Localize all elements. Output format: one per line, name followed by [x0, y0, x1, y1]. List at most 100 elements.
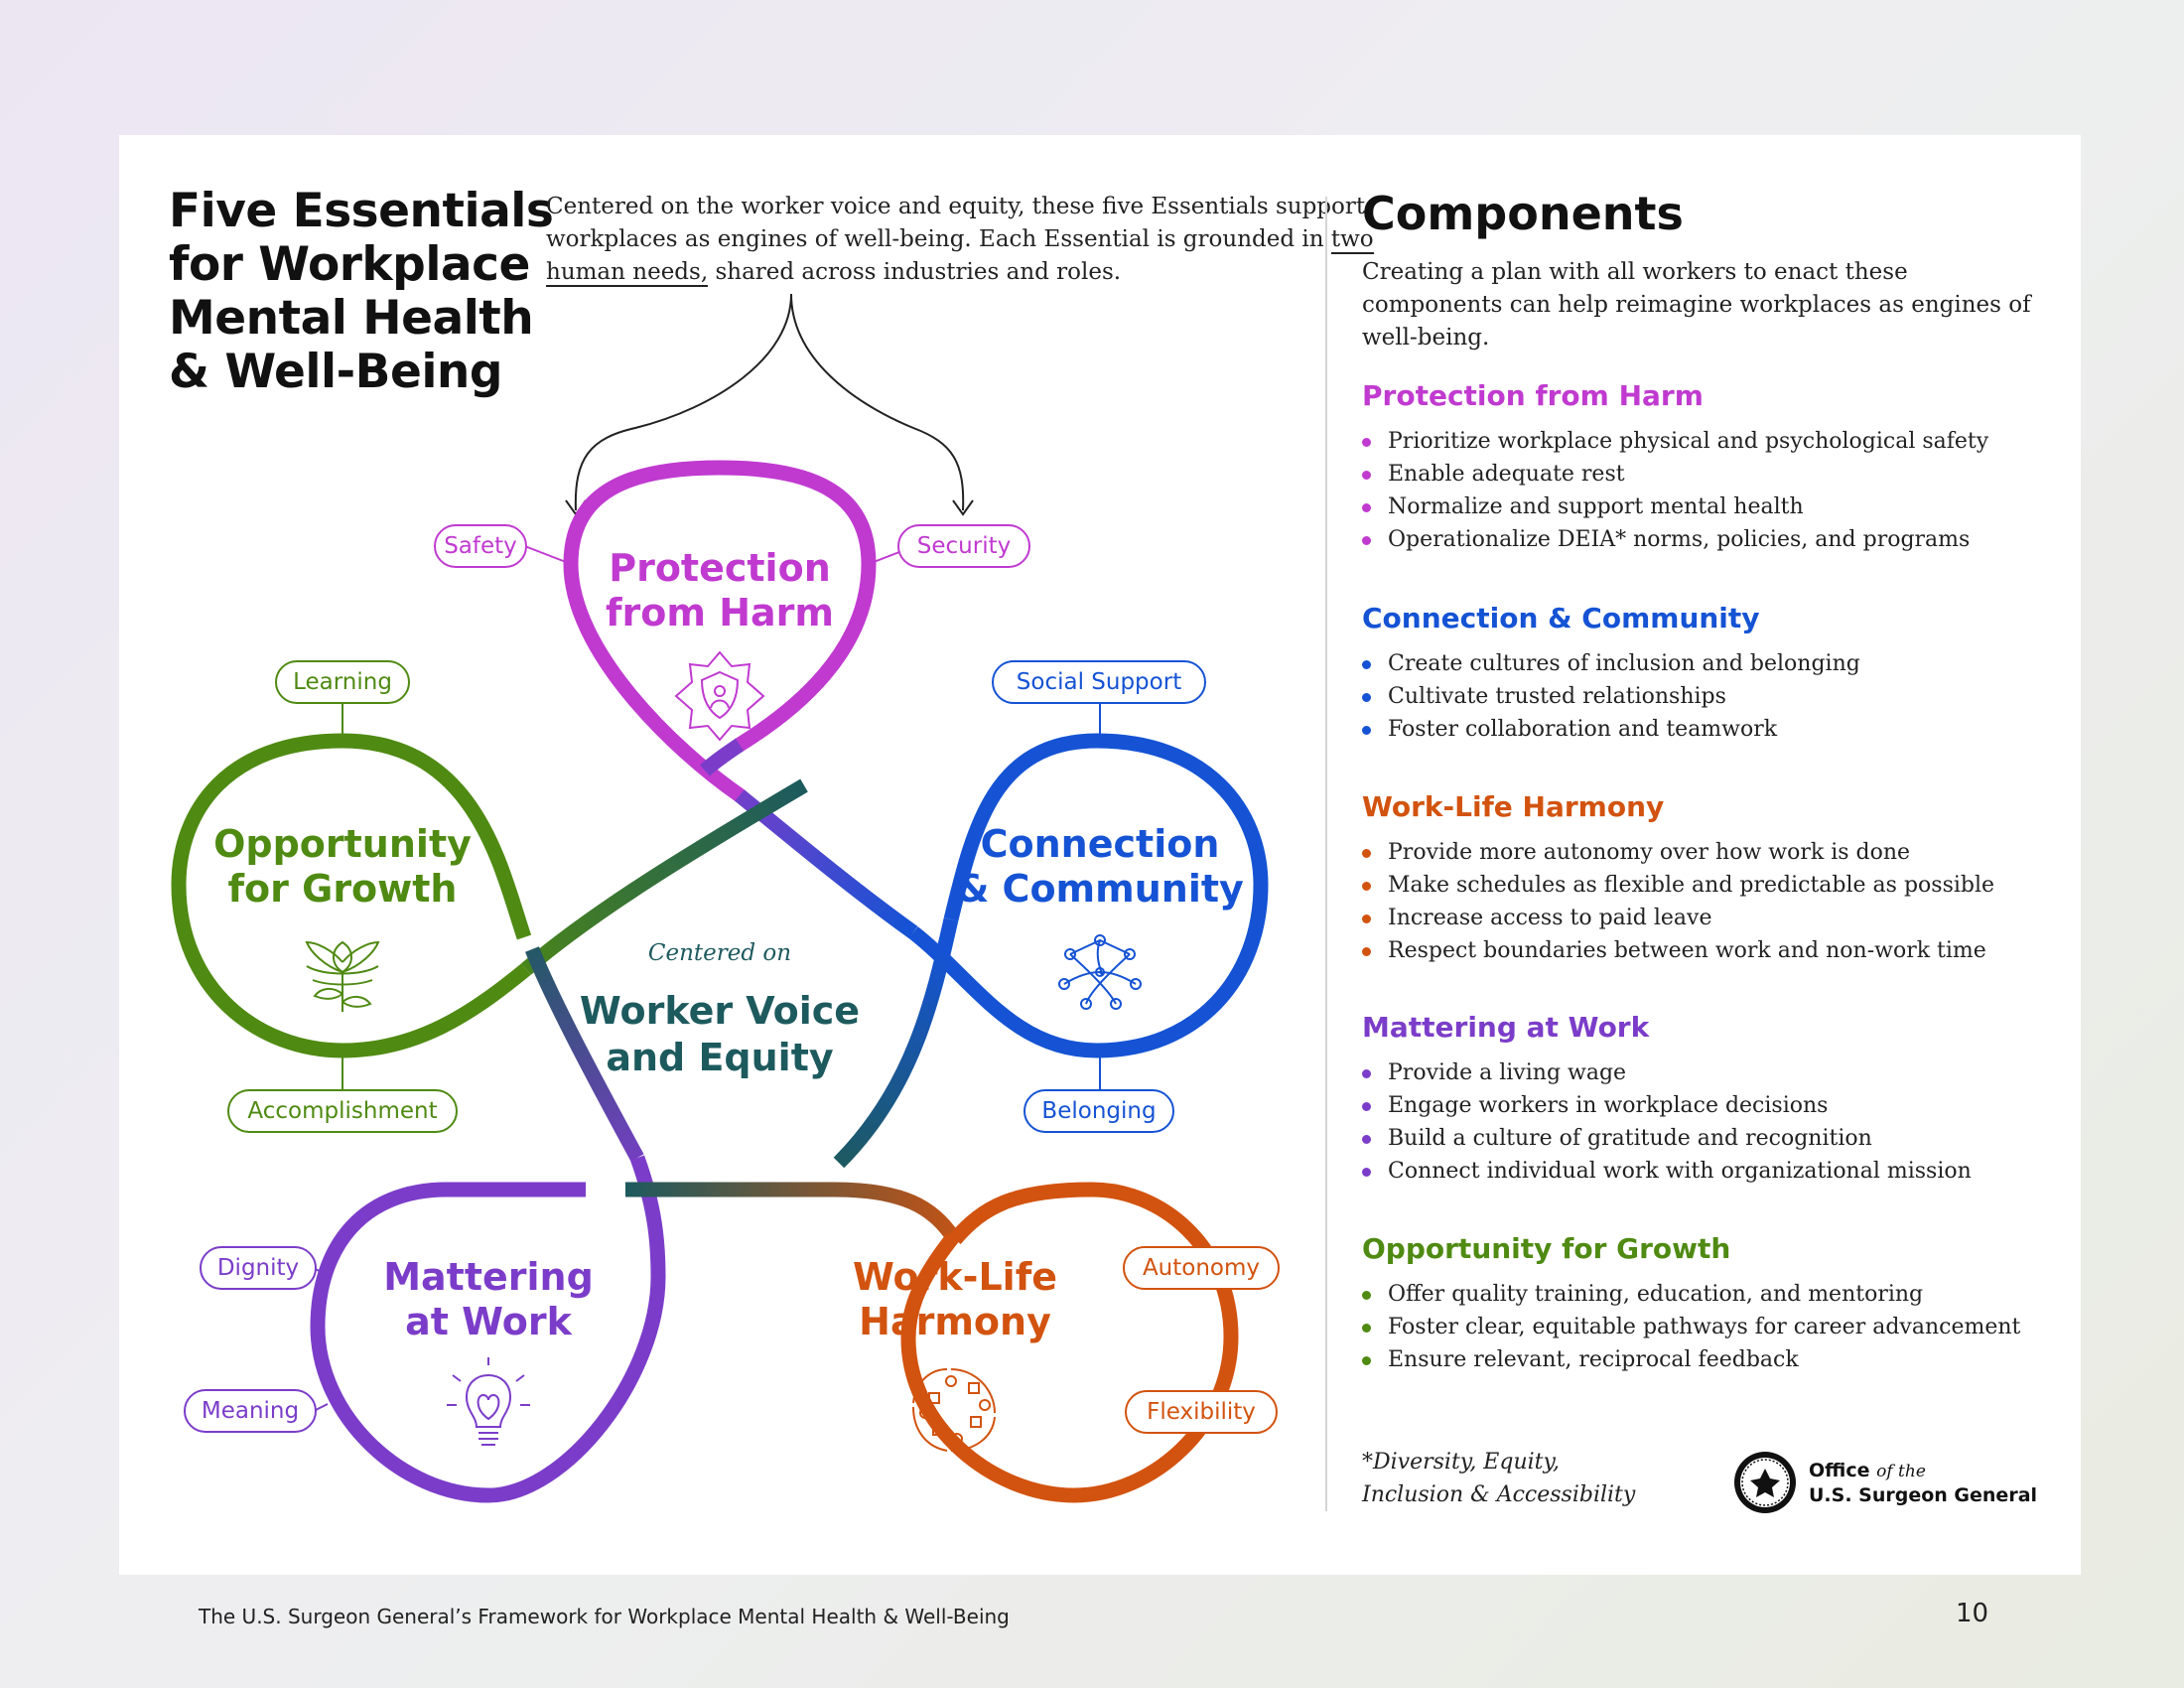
dignity-tag-label: Dignity [217, 1255, 299, 1281]
protection-tail-left [699, 738, 745, 776]
list-item: Engage workers in workplace decisions [1362, 1089, 2057, 1122]
component-heading: Protection from Harm [1362, 379, 1704, 412]
bullet-icon [1362, 726, 1371, 735]
autonomy-tag-label: Autonomy [1143, 1255, 1260, 1281]
list-item-text: Connect individual work with organizatio… [1388, 1159, 1972, 1184]
component-heading: Opportunity for Growth [1362, 1232, 1731, 1265]
list-item: Foster collaboration and teamwork [1362, 713, 2057, 746]
list-item-text: Cultivate trusted relationships [1388, 684, 1726, 709]
list-item: Respect boundaries between work and non-… [1362, 934, 2057, 967]
essentials-diagram: Protection from Harm Safety Security Opp… [171, 293, 1280, 1503]
meaning-tag-label: Meaning [202, 1398, 299, 1424]
list-item-text: Foster collaboration and teamwork [1388, 717, 1778, 742]
title-line-4: & Well-Being [169, 345, 503, 399]
accomplishment-tag-label: Accomplishment [247, 1098, 437, 1124]
safety-connector [521, 544, 567, 563]
lotus-icon [305, 940, 380, 1012]
flexibility-tag-label: Flexibility [1147, 1399, 1256, 1425]
title-line-3: Mental Health [169, 291, 534, 346]
office-line-2: U.S. Surgeon General [1809, 1484, 2038, 1506]
page-card: Protection from Harm Safety Security Opp… [119, 135, 2081, 1575]
list-item: Prioritize workplace physical and psycho… [1362, 425, 2057, 458]
accomplishment-tag [227, 1089, 458, 1133]
bullet-icon [1362, 693, 1371, 702]
worklife-loop [900, 1182, 1239, 1503]
components-title: Components [1362, 187, 1684, 240]
list-item: Foster clear, equitable pathways for car… [1362, 1311, 2057, 1343]
footnote-line-2: Inclusion & Accessibility [1362, 1482, 1636, 1507]
bullet-icon [1362, 1135, 1371, 1144]
meaning-tag [184, 1389, 317, 1433]
deia-footnote: *Diversity, Equity, Inclusion & Accessib… [1362, 1446, 1660, 1511]
list-item: Increase access to paid leave [1362, 902, 2057, 934]
worklife-bar [625, 1182, 960, 1242]
bullet-icon [1362, 1324, 1371, 1333]
connection-title-line1: Connection [981, 822, 1220, 866]
network-icon [1058, 934, 1142, 1010]
list-item-text: Provide a living wage [1388, 1060, 1627, 1085]
safety-tag-label: Safety [444, 533, 517, 559]
title-line-1: Five Essentials [169, 184, 554, 238]
flexibility-tag [1125, 1390, 1278, 1434]
center-title-line2: and Equity [606, 1036, 834, 1079]
list-item-text: Create cultures of inclusion and belongi… [1388, 651, 1860, 676]
list-item: Enable adequate rest [1362, 458, 2057, 491]
worklife-title-line1: Work-Life [853, 1255, 1057, 1299]
bullet-icon [1362, 503, 1371, 512]
growth-title-line1: Opportunity [213, 822, 472, 866]
lightbulb-heart-icon [447, 1357, 530, 1446]
bullet-icon [1362, 849, 1371, 858]
list-item: Connect individual work with organizatio… [1362, 1155, 2057, 1188]
list-item-text: Operationalize DEIA* norms, policies, an… [1388, 527, 1971, 552]
component-group-mattering: Mattering at Work Provide a living wage … [1362, 1011, 2057, 1188]
mattering-leg [525, 946, 644, 1162]
security-tag-label: Security [917, 533, 1011, 559]
connection-title-line2: & Community [956, 867, 1244, 911]
list-item: Operationalize DEIA* norms, policies, an… [1362, 523, 2057, 556]
list-item: Ensure relevant, reciprocal feedback [1362, 1343, 2057, 1376]
bullet-icon [1362, 660, 1371, 669]
growth-loop [171, 733, 532, 1058]
safety-tag [434, 524, 527, 568]
security-tag [897, 524, 1030, 568]
pinwheel-icon [912, 1368, 996, 1452]
list-item-text: Prioritize workplace physical and psycho… [1388, 429, 1989, 454]
title-line-2: for Workplace [169, 237, 530, 292]
component-group-worklife: Work-Life Harmony Provide more autonomy … [1362, 790, 2057, 967]
bullet-icon [1362, 438, 1371, 447]
column-divider [1325, 197, 1327, 1511]
list-item-text: Normalize and support mental health [1388, 494, 1804, 519]
list-item: Create cultures of inclusion and belongi… [1362, 647, 2057, 680]
shield-person-icon [674, 650, 765, 742]
list-item-text: Make schedules as flexible and predictab… [1388, 873, 1995, 898]
component-list: Provide a living wage Engage workers in … [1362, 1056, 2057, 1188]
bullet-icon [1362, 1102, 1371, 1111]
bullet-icon [1362, 1356, 1371, 1365]
components-intro: Creating a plan with all workers to enac… [1362, 259, 2031, 351]
mattering-title-line2: at Work [405, 1300, 572, 1343]
bullet-icon [1362, 1069, 1371, 1078]
protection-title-line2: from Harm [606, 591, 834, 634]
footnote-line-1: *Diversity, Equity, [1362, 1450, 1560, 1475]
list-item: Provide a living wage [1362, 1056, 2057, 1089]
intro-underlined-text: two human needs, [546, 226, 1374, 287]
bullet-icon [1362, 947, 1371, 956]
component-heading: Connection & Community [1362, 602, 1760, 634]
component-heading: Mattering at Work [1362, 1011, 1650, 1044]
component-group-connection: Connection & Community Create cultures o… [1362, 602, 2057, 746]
component-heading: Work-Life Harmony [1362, 790, 1665, 823]
belonging-tag-label: Belonging [1041, 1098, 1156, 1124]
growth-title-line2: for Growth [228, 867, 458, 911]
intro-text-before: Centered on the worker voice and equity,… [546, 194, 1366, 252]
office-logo [1734, 1452, 1796, 1513]
intro-text-after: shared across industries and roles. [708, 259, 1122, 285]
list-item: Normalize and support mental health [1362, 491, 2057, 523]
protection-title-line1: Protection [609, 546, 831, 590]
component-group-growth: Opportunity for Growth Offer quality tra… [1362, 1232, 2057, 1376]
surgeon-general-seal-icon [1734, 1452, 1796, 1513]
autonomy-tag [1123, 1246, 1280, 1290]
bullet-icon [1362, 1291, 1371, 1300]
growth-bar [521, 778, 808, 975]
office-word: Office [1809, 1460, 1870, 1481]
component-list: Provide more autonomy over how work is d… [1362, 836, 2057, 967]
